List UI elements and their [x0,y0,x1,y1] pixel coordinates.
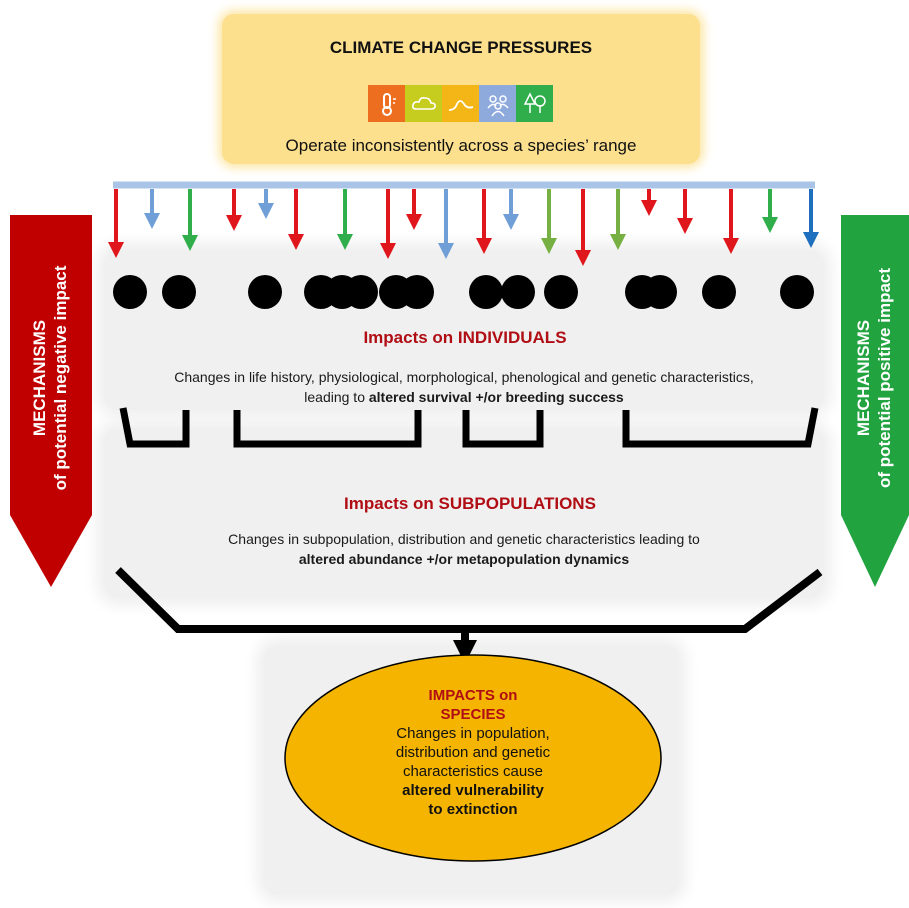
subpopulation-brackets [119,407,819,448]
individual-dot [544,275,578,309]
species-line3: characteristics cause [402,763,544,780]
subpopulations-desc-bold: altered abundance +/or metapopulation dy… [298,551,630,567]
species-bold-line2: to extinction [428,801,518,818]
negative-mechanisms-arrow [10,215,92,587]
species-bold-line1: altered vulnerability [402,782,544,799]
individual-dot [162,275,196,309]
species-funnel [115,567,823,633]
individual-dot [248,275,282,309]
trees-icon [516,85,553,122]
species-title-line2: SPECIES [440,706,506,723]
individuals-title: Impacts on INDIVIDUALS [363,328,567,347]
positive-mechanisms-arrow [841,215,909,587]
species-line1: Changes in population, [396,725,550,742]
individuals-desc-prefix: leading to [304,389,369,405]
individual-dot [780,275,814,309]
individuals-description: Changes in life history, physiological, … [104,367,824,407]
individual-dot [643,275,677,309]
individual-dot [501,275,535,309]
pressure-icons [368,85,553,122]
temperature-icon [368,85,405,122]
positive-mechanisms-line2: of potential positive impact [875,267,894,489]
subpopulations-panel [104,428,824,598]
individual-dot [702,275,736,309]
individual-dots [113,275,814,309]
subpopulations-desc-line1: Changes in subpopulation, distribution a… [228,531,700,547]
individual-dot [113,275,147,309]
pressure-arrows [108,189,819,266]
subpopulation-bracket [462,410,544,448]
species-text: IMPACTS on SPECIES Changes in population… [330,686,616,819]
individuals-desc-bold: altered survival +/or breeding success [368,389,624,405]
wave-icon [442,85,479,122]
climate-pressures-subtitle: Operate inconsistently across a species’… [285,136,637,155]
subpopulations-title: Impacts on SUBPOPULATIONS [344,494,596,513]
negative-mechanisms-label: MECHANISMS of potential negative impact [29,228,71,528]
negative-mechanisms-line2: of potential negative impact [51,265,70,491]
people-icon [479,85,516,122]
subpopulation-bracket [233,410,422,448]
individuals-panel [104,250,824,410]
individual-dot [344,275,378,309]
negative-mechanisms-line1: MECHANISMS [30,319,49,437]
individuals-desc-line1: Changes in life history, physiological, … [174,369,754,385]
subpopulation-bracket [622,407,819,448]
species-ellipse [284,654,662,862]
individual-dot [400,275,434,309]
climate-pressures-title: CLIMATE CHANGE PRESSURES [329,38,593,57]
subpopulations-description: Changes in subpopulation, distribution a… [104,529,824,569]
positive-mechanisms-line1: MECHANISMS [854,319,873,437]
cloud-icon [405,85,442,122]
individuals-desc-line2: leading to altered survival +/or breedin… [104,387,824,407]
positive-mechanisms-label: MECHANISMS of potential positive impact [853,228,895,528]
individual-dot [469,275,503,309]
species-line2: distribution and genetic [395,744,551,761]
species-title-line1: IMPACTS on [428,687,518,704]
subpopulation-bracket [119,407,190,448]
